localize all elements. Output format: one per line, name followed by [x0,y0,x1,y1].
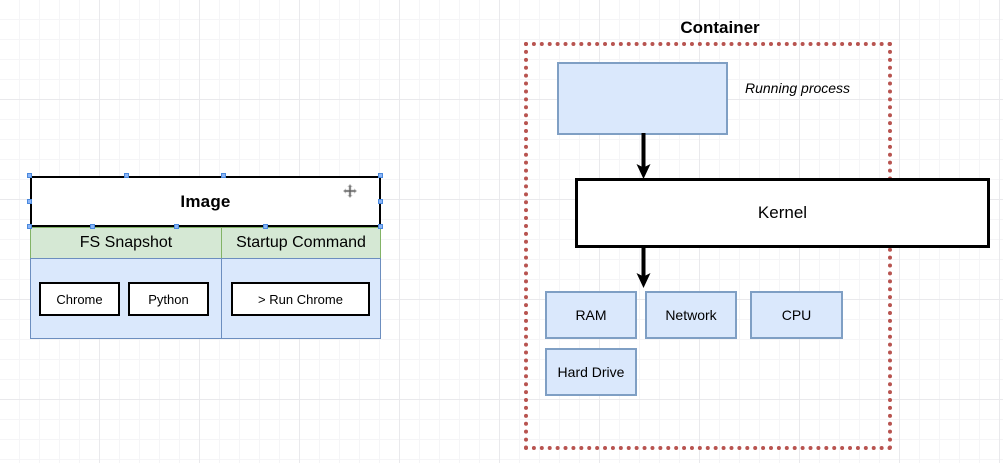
fs-snapshot-label: FS Snapshot [79,234,173,251]
running-process-annotation: Running process [745,80,851,96]
startup-command-item-label: > Run Chrome [258,291,343,307]
fs-item-python[interactable]: Python [128,282,209,316]
kernel-label: Kernel [757,203,808,222]
selection-handle-s3[interactable] [263,224,268,229]
kernel-box[interactable]: Kernel [575,178,990,248]
fs-item-chrome-label: Chrome [56,291,103,307]
resource-hard-drive[interactable]: Hard Drive [545,348,637,396]
resource-ram[interactable]: RAM [545,291,637,339]
resource-ram-label: RAM [575,307,607,323]
resource-cpu[interactable]: CPU [750,291,843,339]
selection-handle-s2[interactable] [174,224,179,229]
container-title: Container [680,18,760,37]
image-column-header-fs-snapshot[interactable]: FS Snapshot [30,227,222,259]
image-header-box[interactable]: Image [30,176,381,227]
fs-item-chrome[interactable]: Chrome [39,282,120,316]
arrow-process-to-kernel [636,133,651,179]
running-process-box[interactable] [557,62,728,135]
resource-cpu-label: CPU [781,307,812,323]
selection-handle-w[interactable] [27,199,32,204]
resource-hard-drive-label: Hard Drive [557,364,625,380]
selection-handle-ne[interactable] [378,173,383,178]
selection-handle-n[interactable] [124,173,129,178]
resource-network-label: Network [665,307,717,323]
startup-command-item-run-chrome[interactable]: > Run Chrome [231,282,370,316]
resource-network[interactable]: Network [645,291,737,339]
selection-handle-se[interactable] [378,224,383,229]
selection-handle-n2[interactable] [221,173,226,178]
image-title: Image [180,191,231,211]
startup-command-label: Startup Command [236,234,366,251]
selection-handle-e[interactable] [378,199,383,204]
fs-item-python-label: Python [148,291,189,307]
move-cursor-icon [343,184,357,198]
image-column-header-startup-command[interactable]: Startup Command [221,227,381,259]
selection-handle-sw[interactable] [27,224,32,229]
selection-handle-nw[interactable] [27,173,32,178]
arrow-kernel-to-resources [636,246,651,288]
selection-handle-s[interactable] [90,224,95,229]
